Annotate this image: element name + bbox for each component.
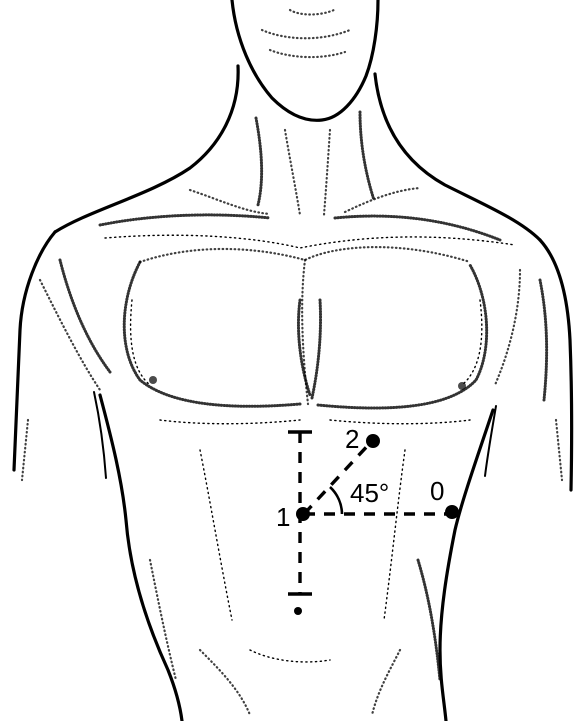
point-0	[445, 505, 459, 519]
label-point-0: 0	[430, 476, 444, 506]
nipple-left	[149, 376, 157, 384]
neck-left	[55, 66, 238, 232]
torso-side-right	[440, 410, 493, 721]
measurement-annotation: 1 2 0 45°	[276, 424, 459, 594]
point-1	[296, 507, 310, 521]
label-angle: 45°	[350, 478, 389, 508]
angle-arc	[330, 487, 342, 514]
torso-outline	[14, 0, 572, 721]
shading	[22, 10, 562, 715]
pectoral-left-shade	[124, 262, 300, 406]
jaw-line	[232, 0, 378, 120]
nipple-right	[458, 382, 466, 390]
label-point-1: 1	[276, 502, 290, 532]
contours	[105, 235, 515, 662]
arm-left	[14, 232, 55, 470]
torso-side-left	[100, 395, 182, 721]
navel	[294, 607, 302, 615]
label-point-2: 2	[345, 424, 359, 454]
arm-right	[540, 240, 572, 490]
point-2	[366, 434, 380, 448]
neck-right	[375, 74, 540, 240]
landmarks	[149, 376, 466, 615]
